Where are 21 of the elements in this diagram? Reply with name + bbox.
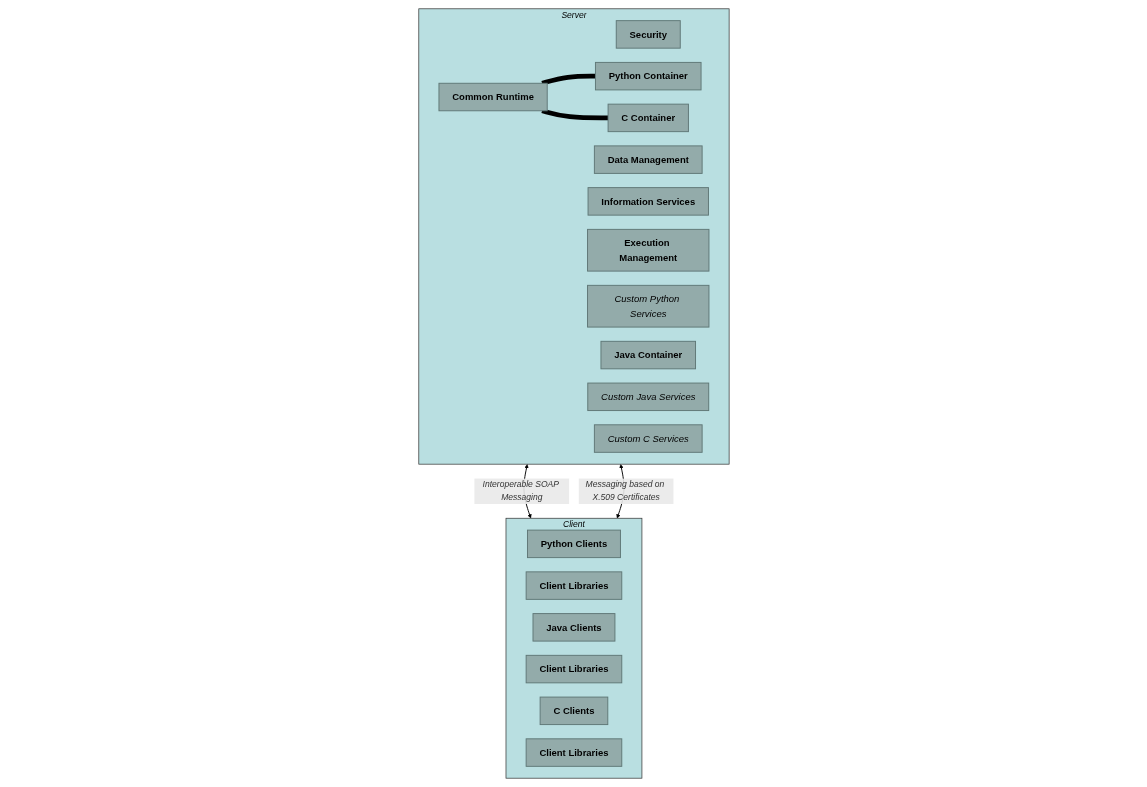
node-box: Security — [615, 20, 681, 49]
node-box: Java Clients — [532, 613, 615, 642]
connector — [540, 73, 595, 86]
node-box: Python Clients — [526, 529, 621, 559]
node-box: Common Runtime — [438, 82, 548, 112]
node-box: Custom Python Services — [586, 284, 709, 328]
node-box: C Container — [607, 103, 689, 133]
node-box: Custom C Services — [593, 424, 703, 453]
edge-label: Messaging based on X.509 Certificates — [585, 479, 664, 503]
node-box: Client Libraries — [525, 654, 622, 684]
node-box: Information Services — [587, 187, 709, 216]
node-box: Client Libraries — [525, 738, 622, 767]
edge-label: Interoperable SOAP Messaging — [482, 479, 559, 503]
node-box: Data Management — [593, 145, 703, 174]
node-box: C Clients — [539, 696, 608, 726]
node-box: Python Container — [594, 61, 702, 91]
node-box: Execution Management — [586, 228, 709, 272]
node-box: Client Libraries — [525, 571, 622, 600]
connector — [540, 108, 608, 121]
node-box: Custom Java Services — [586, 382, 709, 412]
node-box: Java Container — [600, 340, 696, 370]
